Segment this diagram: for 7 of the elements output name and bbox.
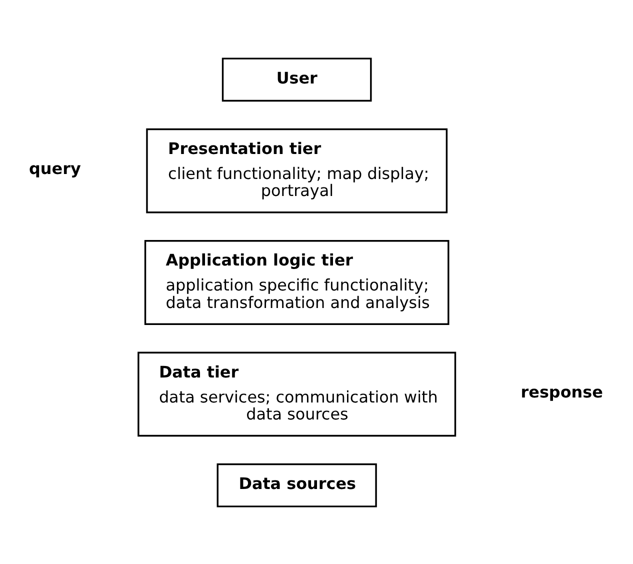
node-box: User [222,57,372,102]
node-box: Data sources [216,462,377,507]
node-box: Presentation tier client functionality; map display; portrayal [146,128,448,213]
label: query [29,158,81,178]
node-box: Application logic tier application specific functionality; data transformation and analysis [144,240,450,324]
node-box: Data tier data services; communication with data sources [138,351,456,436]
label: response [520,382,603,401]
